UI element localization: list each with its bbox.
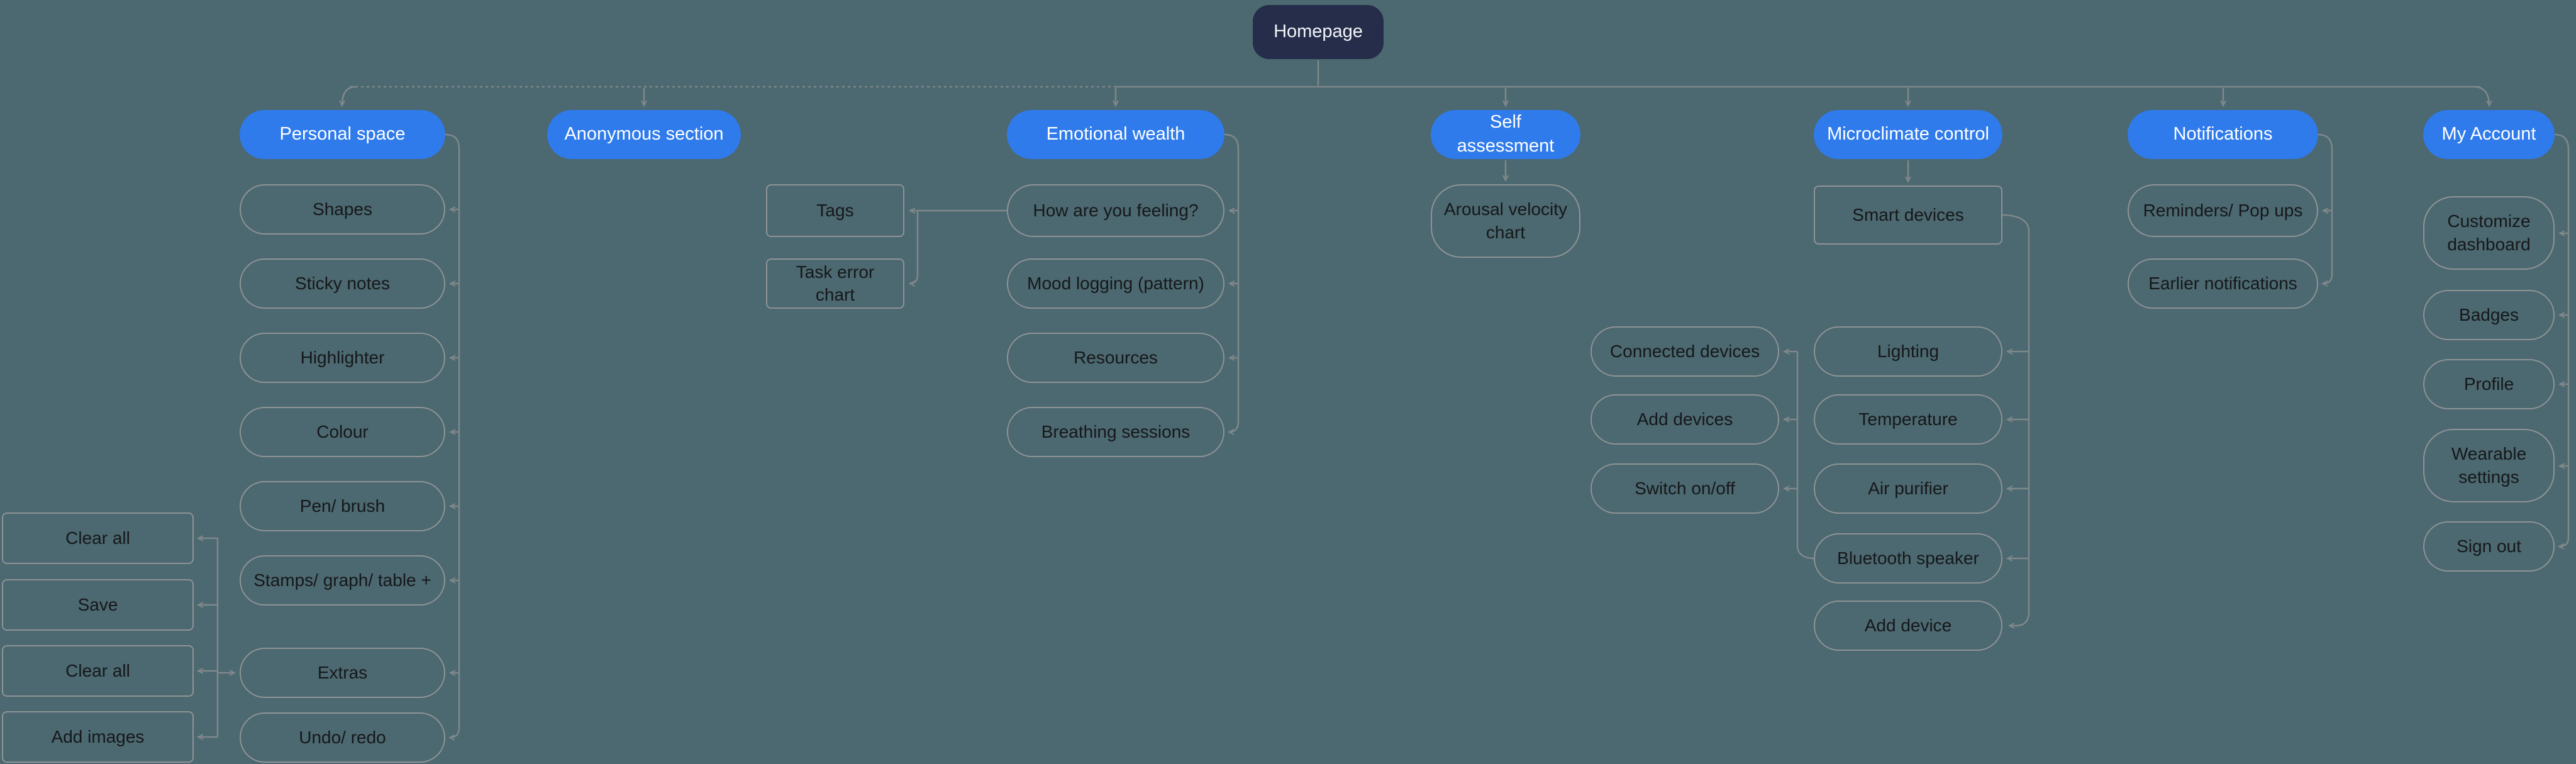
node-add-devices[interactable]: Add devices [1591,394,1779,445]
node-wearable-settings[interactable]: Wearable settings [2423,429,2555,502]
node-sticky-notes[interactable]: Sticky notes [240,258,445,309]
node-resources[interactable]: Resources [1007,333,1224,383]
node-temperature[interactable]: Temperature [1814,394,2002,445]
node-pen-brush[interactable]: Pen/ brush [240,481,445,531]
node-extras[interactable]: Extras [240,648,445,698]
node-clear-all-2[interactable]: Clear all [2,645,194,697]
node-my-account[interactable]: My Account [2423,110,2555,159]
node-microclimate-control[interactable]: Microclimate control [1814,110,2002,159]
node-clear-all-1[interactable]: Clear all [2,512,194,564]
node-stamps-graph-table[interactable]: Stamps/ graph/ table + [240,555,445,606]
node-anonymous-section[interactable]: Anonymous section [547,110,741,159]
node-air-purifier[interactable]: Air purifier [1814,463,2002,514]
node-task-error-chart[interactable]: Task error chart [766,258,904,309]
node-sign-out[interactable]: Sign out [2423,521,2555,572]
node-connected-devices[interactable]: Connected devices [1591,326,1779,377]
node-notifications[interactable]: Notifications [2128,110,2318,159]
node-breathing-sessions[interactable]: Breathing sessions [1007,407,1224,457]
node-self-assessment[interactable]: Self assessment [1431,110,1580,159]
node-shapes[interactable]: Shapes [240,184,445,235]
node-homepage[interactable]: Homepage [1253,5,1384,59]
node-bluetooth-speaker[interactable]: Bluetooth speaker [1814,533,2002,584]
node-personal-space[interactable]: Personal space [240,110,445,159]
node-smart-devices[interactable]: Smart devices [1814,185,2002,245]
node-mood-logging[interactable]: Mood logging (pattern) [1007,258,1224,309]
node-highlighter[interactable]: Highlighter [240,333,445,383]
node-undo-redo[interactable]: Undo/ redo [240,712,445,763]
node-add-device[interactable]: Add device [1814,601,2002,651]
node-badges[interactable]: Badges [2423,290,2555,340]
node-add-images[interactable]: Add images [2,711,194,763]
node-reminders-pop-ups[interactable]: Reminders/ Pop ups [2128,184,2318,237]
node-arousal-velocity-chart[interactable]: Arousal velocity chart [1431,184,1580,258]
node-emotional-wealth[interactable]: Emotional wealth [1007,110,1224,159]
node-how-are-you-feeling[interactable]: How are you feeling? [1007,184,1224,237]
node-customize-dashboard[interactable]: Customize dashboard [2423,196,2555,270]
node-profile[interactable]: Profile [2423,359,2555,409]
node-colour[interactable]: Colour [240,407,445,457]
node-switch-on-off[interactable]: Switch on/off [1591,463,1779,514]
node-lighting[interactable]: Lighting [1814,326,2002,377]
node-save[interactable]: Save [2,579,194,631]
node-earlier-notifications[interactable]: Earlier notifications [2128,258,2318,309]
node-tags[interactable]: Tags [766,184,904,237]
